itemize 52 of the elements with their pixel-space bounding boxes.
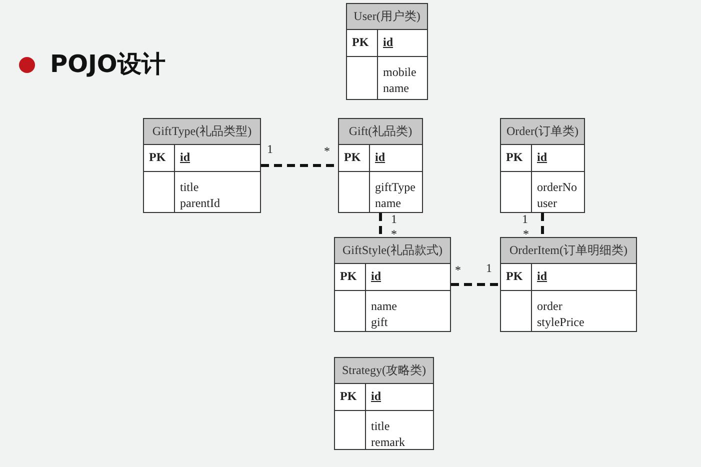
field-name: title: [180, 180, 199, 195]
multiplicity-label: 1: [486, 261, 492, 276]
table-header: Strategy(攻略类): [335, 358, 433, 384]
multiplicity-label: 1: [267, 142, 273, 157]
key-field: id: [537, 150, 548, 165]
field-name: remark: [371, 435, 405, 450]
table-header: GiftType(礼品类型): [144, 119, 260, 145]
key-label: PK: [506, 269, 523, 284]
key-field: id: [375, 150, 386, 165]
table-header: OrderItem(订单明细类): [501, 238, 636, 264]
field-name: stylePrice: [537, 315, 584, 330]
key-label: PK: [149, 150, 166, 165]
entity-table: [143, 118, 261, 213]
field-name: mobile: [383, 65, 416, 80]
key-label: PK: [340, 389, 357, 404]
multiplicity-label: *: [455, 263, 461, 278]
field-name: name: [375, 196, 401, 211]
entity-table: [346, 3, 428, 100]
connector-line: [541, 213, 544, 237]
field-name: user: [537, 196, 557, 211]
key-field: id: [371, 389, 382, 404]
field-name: order: [537, 299, 562, 314]
entity-table: [500, 118, 585, 213]
entity-table: [334, 237, 451, 332]
table-header: GiftStyle(礼品款式): [335, 238, 450, 264]
field-name: giftType: [375, 180, 416, 195]
multiplicity-label: *: [324, 144, 330, 159]
key-label: PK: [506, 150, 523, 165]
table-header: User(用户类): [347, 4, 427, 30]
key-field: id: [537, 269, 548, 284]
connector-line: [379, 213, 382, 237]
table-header: Gift(礼品类): [339, 119, 422, 145]
connector-line: [451, 283, 500, 286]
key-field: id: [180, 150, 190, 165]
entity-table: [334, 357, 434, 450]
entity-table: [500, 237, 637, 332]
field-name: title: [371, 419, 390, 434]
field-name: orderNo: [537, 180, 577, 195]
entity-table: [338, 118, 423, 213]
table-header: Order(订单类): [501, 119, 584, 145]
field-name: gift: [371, 315, 388, 330]
key-label: PK: [344, 150, 361, 165]
multiplicity-label: 1: [391, 212, 397, 227]
field-name: name: [371, 299, 397, 314]
key-label: PK: [352, 35, 369, 50]
page-title: POJO设计: [50, 49, 166, 80]
multiplicity-label: 1: [522, 212, 528, 227]
key-field: id: [383, 35, 394, 50]
field-name: parentId: [180, 196, 220, 211]
field-name: name: [383, 81, 409, 96]
key-field: id: [371, 269, 382, 284]
key-label: PK: [340, 269, 357, 284]
